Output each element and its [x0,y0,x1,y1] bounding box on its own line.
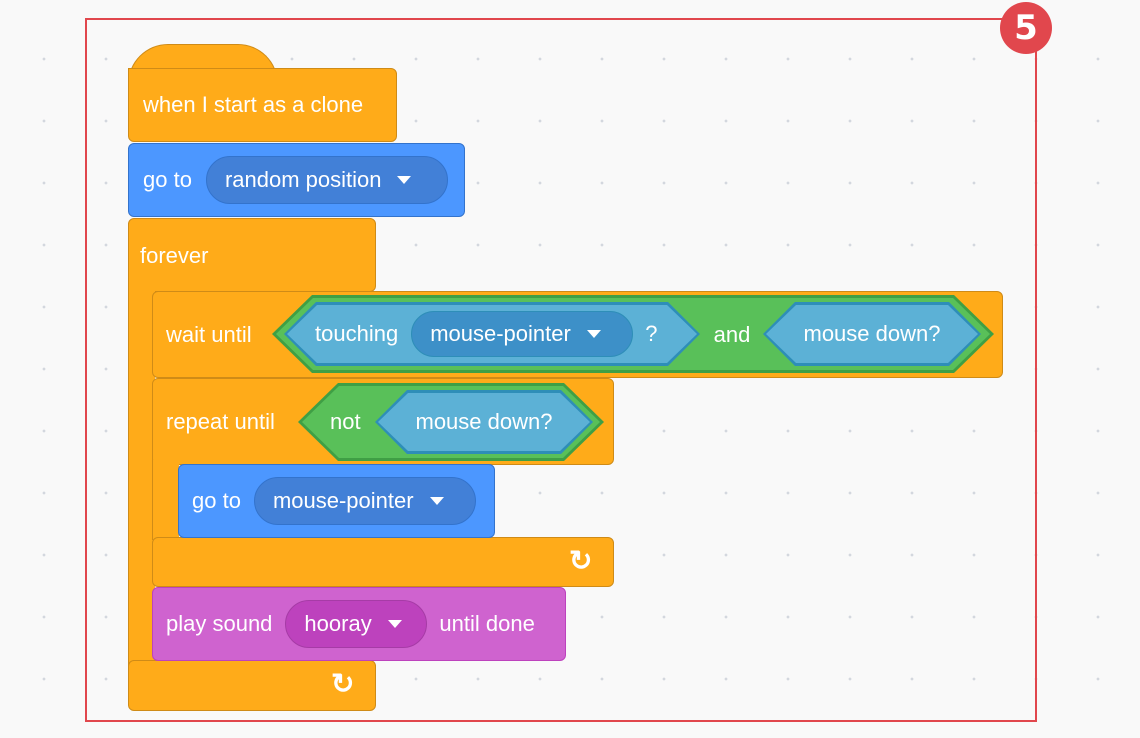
forever-block-arm [128,286,155,666]
repeat-until-arm [152,460,179,540]
repeat-until-bottom: ↻ [152,537,614,587]
mouse-pointer-dropdown[interactable]: mouse-pointer [253,477,476,525]
mouse-down-sensing-block[interactable]: mouse down? [766,305,978,363]
and-label: and [713,322,751,347]
when-start-as-clone-block[interactable]: when I start as a clone [128,68,397,142]
dropdown-value: hooray [304,611,372,636]
not-mouse-down-block[interactable]: mouse down? [378,393,590,451]
dropdown-value: mouse-pointer [272,488,414,513]
dropdown-triangle-icon [397,176,412,184]
mouse-down-label: mouse down? [803,321,941,346]
dropdown-value: random position [224,167,382,192]
go-to-label: go to [192,488,241,513]
highlight-frame [85,18,1037,722]
touching-sensing-block[interactable]: touching mouse-pointer ? [287,305,697,363]
repeat-until-label: repeat until [166,408,275,434]
wait-until-label: wait until [166,321,252,347]
go-to-random-block[interactable]: go to random position [128,143,465,217]
loop-arrow-icon: ↻ [569,545,593,576]
dropdown-triangle-icon [587,330,601,338]
forever-block[interactable]: forever [128,218,376,292]
step-badge: 5 [1000,2,1052,54]
play-sound-label: play sound [166,611,273,636]
forever-label: forever [140,243,209,268]
touching-target-dropdown[interactable]: mouse-pointer [411,311,633,357]
dropdown-triangle-icon [387,620,402,628]
go-to-mouse-pointer-block[interactable]: go to mouse-pointer [178,464,495,538]
touching-label: touching [315,321,399,346]
touching-question-mark: ? [645,321,658,346]
sound-dropdown[interactable]: hooray [285,600,428,648]
forever-block-bottom: ↻ [128,660,376,711]
until-done-label: until done [439,611,535,636]
hat-block-label: when I start as a clone [143,92,364,117]
dropdown-value: mouse-pointer [430,321,571,346]
dropdown-triangle-icon [429,497,444,505]
mouse-down-label: mouse down? [415,409,553,434]
loop-arrow-icon: ↻ [331,668,355,699]
play-sound-until-done-block[interactable]: play sound hooray until done [152,587,566,661]
random-position-dropdown[interactable]: random position [205,156,448,204]
not-label: not [330,409,361,434]
go-to-label: go to [143,167,192,192]
